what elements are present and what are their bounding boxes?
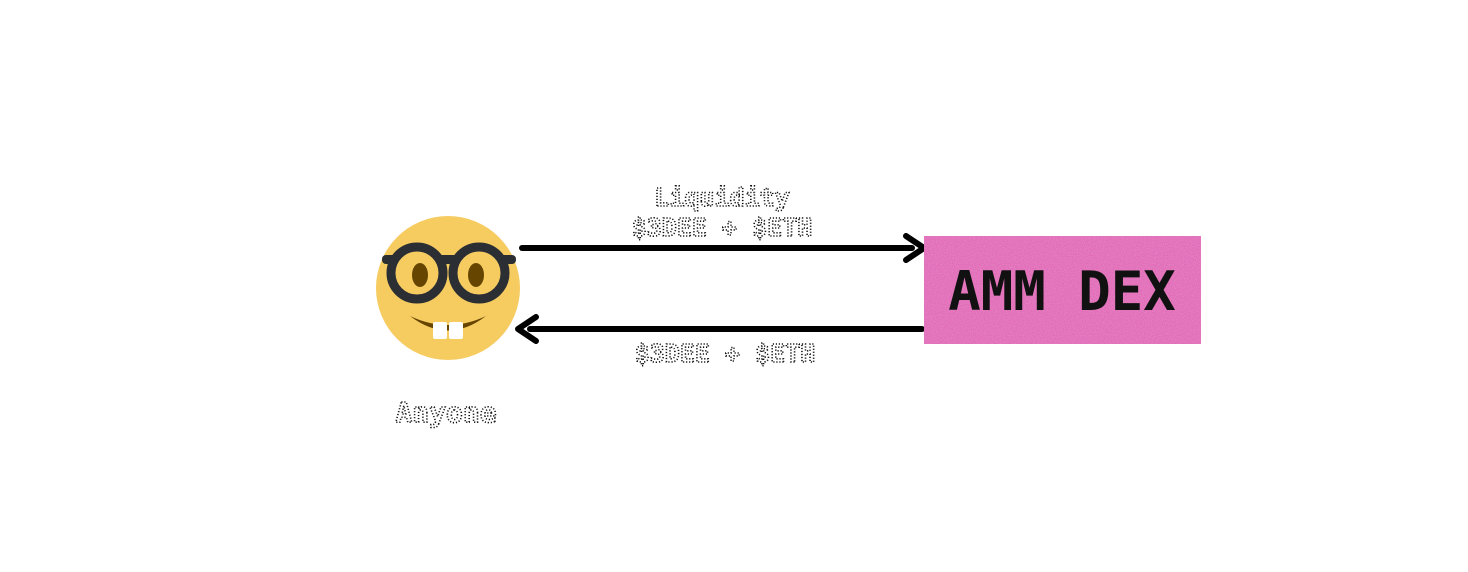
nerd-face-icon <box>376 216 520 360</box>
arrow-to-dex-label-line1: Liquidity <box>654 183 789 212</box>
arrow-to-actor <box>515 314 925 344</box>
arrow-to-dex-label-line2: $3DEE + $ETH <box>632 213 813 242</box>
arrow-to-actor-label: $3DEE + $ETH <box>635 339 816 368</box>
amm-dex-label: AMM DEX <box>948 260 1176 323</box>
amm-dex-box: AMM DEX <box>924 236 1201 344</box>
actor-label: Anyone <box>395 396 496 429</box>
